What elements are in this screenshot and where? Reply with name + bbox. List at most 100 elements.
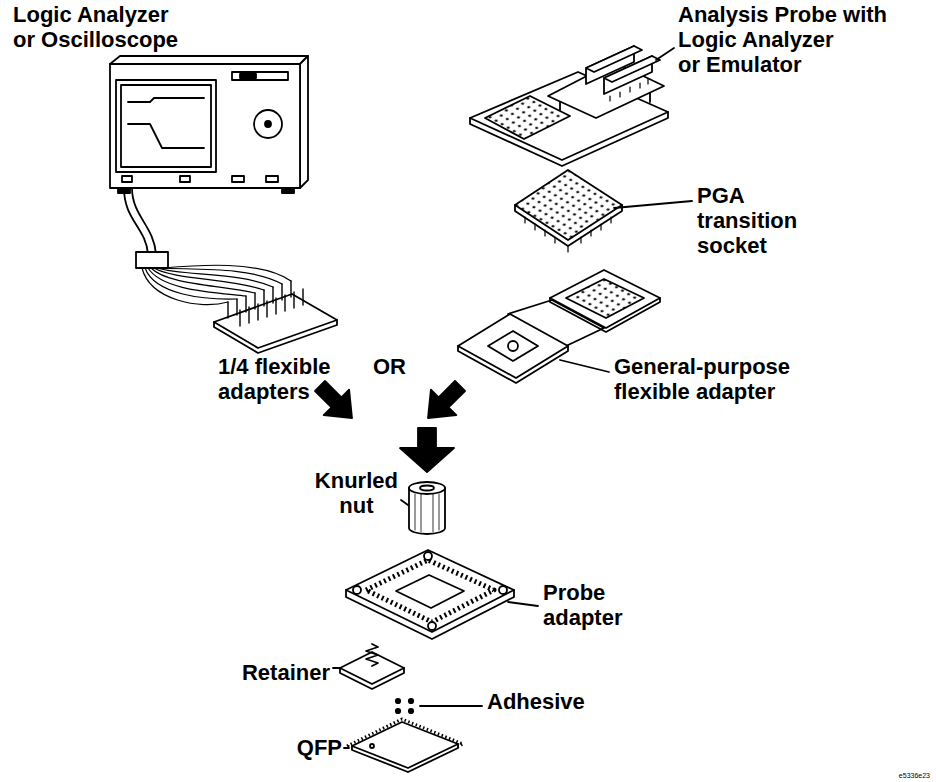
adhesive-dots [396, 699, 482, 713]
header-pins [610, 79, 648, 101]
label-line: adapter [543, 605, 624, 630]
label-line: Analysis Probe with [678, 2, 889, 27]
label-line: flexible adapter [614, 379, 792, 404]
leader-line [344, 747, 349, 749]
socket-pins [525, 217, 611, 252]
part-label: OR [373, 354, 407, 379]
adhesive-dot [396, 699, 400, 703]
leader-line [560, 360, 609, 372]
corner-hole [428, 622, 436, 630]
corner-hole [424, 552, 432, 560]
board-edge [214, 320, 337, 353]
control-knob [254, 110, 282, 138]
label-line: General-purpose [614, 354, 792, 379]
flying-leads [142, 265, 291, 304]
adapter-frame [346, 550, 514, 632]
leader-line [614, 201, 692, 208]
upper-panel [550, 270, 660, 328]
label-line: e5336e23 [899, 771, 932, 780]
label-line: transition [697, 208, 799, 233]
instrument-foot [282, 188, 294, 193]
corner-hole [499, 586, 507, 594]
part-label: 1/4 flexible adapters [218, 354, 332, 404]
disk-button [240, 74, 256, 78]
qfp-leads [347, 719, 463, 771]
screen-bezel [116, 80, 216, 172]
panel-pin-grid [566, 279, 644, 318]
label-line: Probe [543, 580, 624, 605]
quarter-flex-adapter-illustration [142, 265, 337, 353]
probe-cable [124, 188, 148, 254]
pga-pin-grid [485, 96, 570, 139]
knurl-lines [415, 494, 439, 532]
part-label: General-purpose flexible adapter [614, 354, 792, 404]
adhesive-dot [409, 699, 413, 703]
lower-panel [458, 314, 568, 378]
leader-line [401, 500, 408, 505]
adapter-pins [228, 281, 303, 326]
front-button [232, 176, 244, 182]
front-button [266, 176, 278, 182]
part-label: Analysis Probe with Logic Analyzer or Em… [678, 2, 889, 77]
adapter-opening [396, 575, 464, 608]
socket-hole [508, 341, 518, 351]
label-line: Adhesive [487, 689, 586, 714]
figure-code: e5336e23 [899, 771, 932, 780]
pga-socket-illustration [515, 170, 692, 252]
label-line: Retainer [242, 660, 332, 685]
retainer-spring [366, 644, 378, 666]
leader-line [656, 48, 674, 60]
screen [121, 85, 211, 167]
label-line: adapters [218, 379, 332, 404]
cable-connector [136, 252, 168, 268]
retainer-illustration [333, 644, 404, 689]
waveform-trace [128, 98, 204, 102]
big-arrow [315, 381, 352, 418]
logic-analyzer-illustration [110, 56, 308, 268]
nut-top [409, 482, 445, 494]
part-label: Probe adapter [543, 580, 624, 630]
leader-line [333, 667, 341, 669]
big-arrow [400, 428, 454, 472]
front-button [180, 176, 190, 182]
analysis-probe-illustration [470, 46, 674, 166]
instrument-front [110, 64, 300, 188]
label-line: Logic Analyzer [678, 27, 889, 52]
instrument-top [110, 56, 308, 64]
label-line: PGA [697, 183, 799, 208]
part-label: PGA transition socket [697, 183, 799, 258]
front-button [122, 176, 132, 182]
probe-cable [132, 188, 156, 254]
corner-hole [353, 586, 361, 594]
label-line: Knurled [314, 468, 399, 493]
qfp-body [352, 722, 458, 768]
qfp-illustration [344, 719, 463, 772]
leader-line [420, 705, 482, 707]
label-line: socket [697, 233, 799, 258]
flow-arrows [315, 381, 465, 472]
instrument-side [300, 56, 308, 188]
probe-adapter-illustration [346, 550, 538, 639]
label-line: QFP [297, 735, 344, 760]
nut-hole [420, 486, 434, 491]
label-line: or Emulator [678, 52, 889, 77]
knurled-nut-illustration [401, 482, 445, 534]
label-line: OR [373, 354, 407, 379]
adapter-pin-rows [366, 560, 494, 622]
adhesive-dot [396, 709, 400, 713]
disk-slot [232, 72, 288, 80]
label-line: nut [314, 493, 399, 518]
header-top [604, 56, 660, 82]
leader-line [508, 602, 538, 606]
part-label: Logic Analyzer or Oscilloscope [13, 2, 180, 52]
pin1-mark [370, 744, 374, 748]
adapter-socket [488, 331, 538, 361]
knob-center [265, 121, 271, 127]
label-line: Logic Analyzer [13, 2, 180, 27]
adhesive-dot [409, 709, 413, 713]
panel-edge [550, 298, 660, 332]
big-arrow [428, 381, 465, 418]
